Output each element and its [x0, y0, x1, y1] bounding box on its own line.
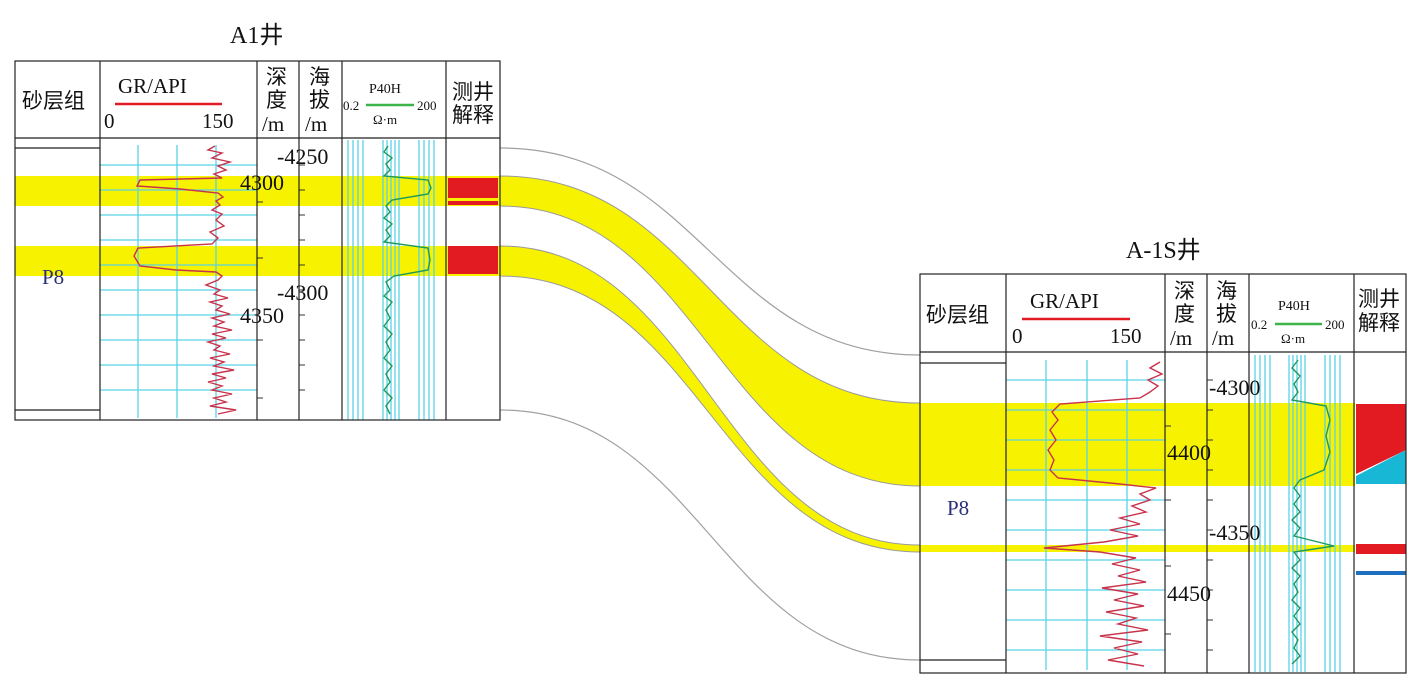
- interp-cyan-wedge: [1356, 450, 1406, 484]
- header-alt-3: /m: [305, 112, 327, 136]
- header-gr-max: 150: [1110, 324, 1142, 348]
- header-gr-label: GR/API: [1030, 289, 1099, 313]
- well-frame: [14, 60, 501, 421]
- correlation-layer: [499, 147, 921, 661]
- altitude-label-2: -4350: [1209, 520, 1260, 545]
- res-curve: [1290, 359, 1335, 665]
- header-depth-1: 深: [1174, 279, 1195, 303]
- header-interp-1: 测井: [452, 80, 494, 104]
- well-a1s: A-1S井: [919, 237, 1407, 674]
- interp-red-lower: [448, 246, 498, 274]
- header-res-unit: Ω·m: [373, 112, 397, 127]
- header-alt-2: 拔: [309, 88, 330, 112]
- header-res-min: 0.2: [1251, 317, 1267, 332]
- correlation-line-bottom: [499, 409, 921, 661]
- header-gr-label: GR/API: [118, 74, 187, 98]
- sand-band-upper: [920, 403, 1355, 486]
- depth-label-1: 4400: [1167, 440, 1211, 465]
- header-gr-min: 0: [1012, 324, 1023, 348]
- res-track-grid: [347, 140, 435, 420]
- header-alt-1: 海: [1216, 279, 1237, 303]
- header-gr-min: 0: [104, 109, 115, 133]
- zone-label: P8: [947, 496, 969, 520]
- interp-red-lower: [1356, 544, 1406, 554]
- correlation-line-top: [499, 147, 921, 356]
- altitude-label-1: -4250: [277, 144, 328, 169]
- header-depth-2: 度: [266, 88, 287, 112]
- sand-band-lower: [920, 545, 1355, 552]
- interp-red-upper: [1356, 404, 1406, 450]
- header-res-label: P40H: [369, 82, 401, 97]
- header-res-min: 0.2: [343, 98, 359, 113]
- header-alt-1: 海: [309, 65, 330, 89]
- altitude-label-1: -4300: [1209, 375, 1260, 400]
- depth-label-2: 4450: [1167, 581, 1211, 606]
- header-res-max: 200: [1325, 317, 1345, 332]
- depth-label-1: 4300: [240, 170, 284, 195]
- gr-curve: [133, 145, 237, 415]
- res-track-grid: [1254, 355, 1341, 672]
- gr-curve: [1043, 361, 1164, 667]
- well-frame: [919, 273, 1407, 674]
- correlation-ribbon-upper: [499, 175, 921, 487]
- header-depth-3: /m: [1170, 326, 1192, 350]
- header-interp-2: 解释: [452, 103, 494, 127]
- header-interp-2: 解释: [1358, 311, 1400, 335]
- zone-label: P8: [42, 265, 64, 289]
- header-sand-group: 砂层组: [926, 303, 989, 327]
- well-title: A-1S井: [1126, 237, 1201, 264]
- header-interp-1: 测井: [1358, 287, 1400, 311]
- interp-red-upper-thin: [448, 201, 498, 205]
- interp-blue-lower: [1356, 571, 1406, 575]
- gr-track-grid: [100, 145, 257, 418]
- depth-ticks: [257, 164, 305, 399]
- interp-red-wedge: [1356, 450, 1406, 474]
- depth-label-2: 4350: [240, 303, 284, 328]
- well-title: A1井: [230, 22, 283, 49]
- depth-ticks: [1165, 379, 1213, 651]
- header-gr-max: 150: [202, 109, 234, 133]
- header-res-max: 200: [417, 98, 437, 113]
- header-depth-2: 度: [1174, 302, 1195, 326]
- well-a1: A1井: [14, 22, 501, 421]
- header-alt-3: /m: [1212, 326, 1234, 350]
- gr-track-grid: [1006, 360, 1165, 670]
- altitude-label-2: -4300: [277, 280, 328, 305]
- header-alt-2: 拔: [1216, 302, 1237, 326]
- header-sand-group: 砂层组: [22, 89, 85, 113]
- interp-red-upper: [448, 178, 498, 198]
- header-res-label: P40H: [1278, 299, 1310, 314]
- header-depth-1: 深: [266, 65, 287, 89]
- header-res-unit: Ω·m: [1281, 331, 1305, 346]
- res-curve: [382, 145, 432, 415]
- header-depth-3: /m: [262, 112, 284, 136]
